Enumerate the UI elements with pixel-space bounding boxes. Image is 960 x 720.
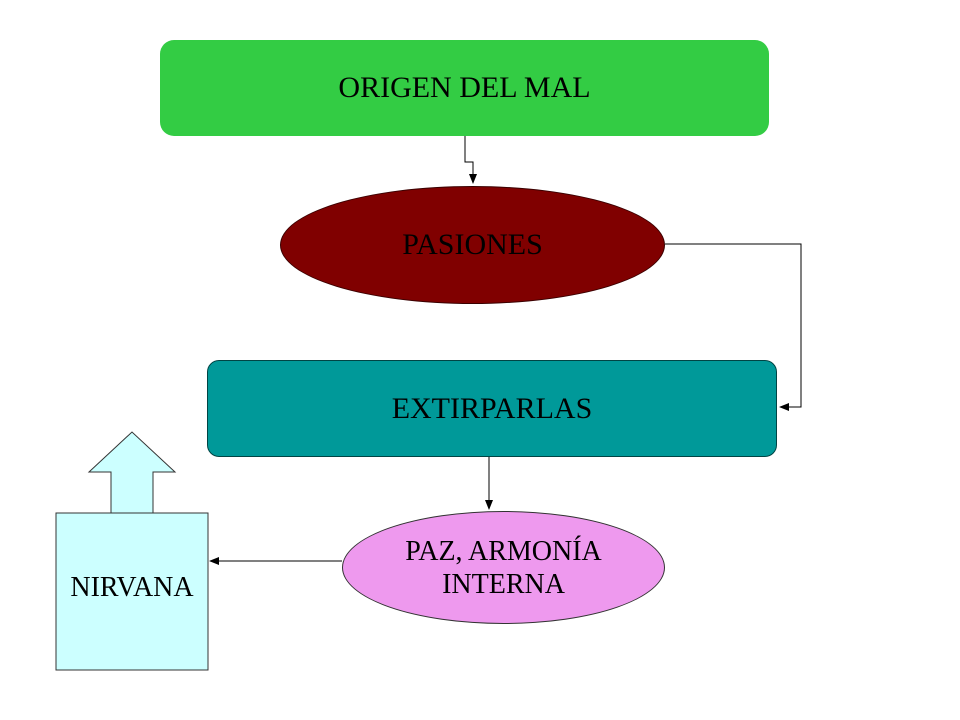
connector-origen-pasiones xyxy=(464,136,477,184)
node-paz-armonia: PAZ, ARMONÍA INTERNA xyxy=(342,511,665,624)
node-origen-label: ORIGEN DEL MAL xyxy=(338,71,591,104)
nirvana-arrow-shape xyxy=(55,512,209,671)
node-paz-label-line1: PAZ, ARMONÍA xyxy=(405,535,602,567)
node-extirparlas-label: EXTIRPARLAS xyxy=(391,391,593,425)
node-nirvana-label: NIRVANA xyxy=(70,572,194,603)
node-pasiones: PASIONES xyxy=(280,186,665,304)
node-origen-del-mal: ORIGEN DEL MAL xyxy=(160,40,769,136)
node-paz-label-line2: INTERNA xyxy=(442,568,565,600)
node-pasiones-label: PASIONES xyxy=(402,228,543,261)
connector-pasiones-extirparlas xyxy=(665,243,802,411)
node-extirparlas: EXTIRPARLAS xyxy=(207,360,777,457)
nirvana-arrow-head xyxy=(87,431,177,514)
